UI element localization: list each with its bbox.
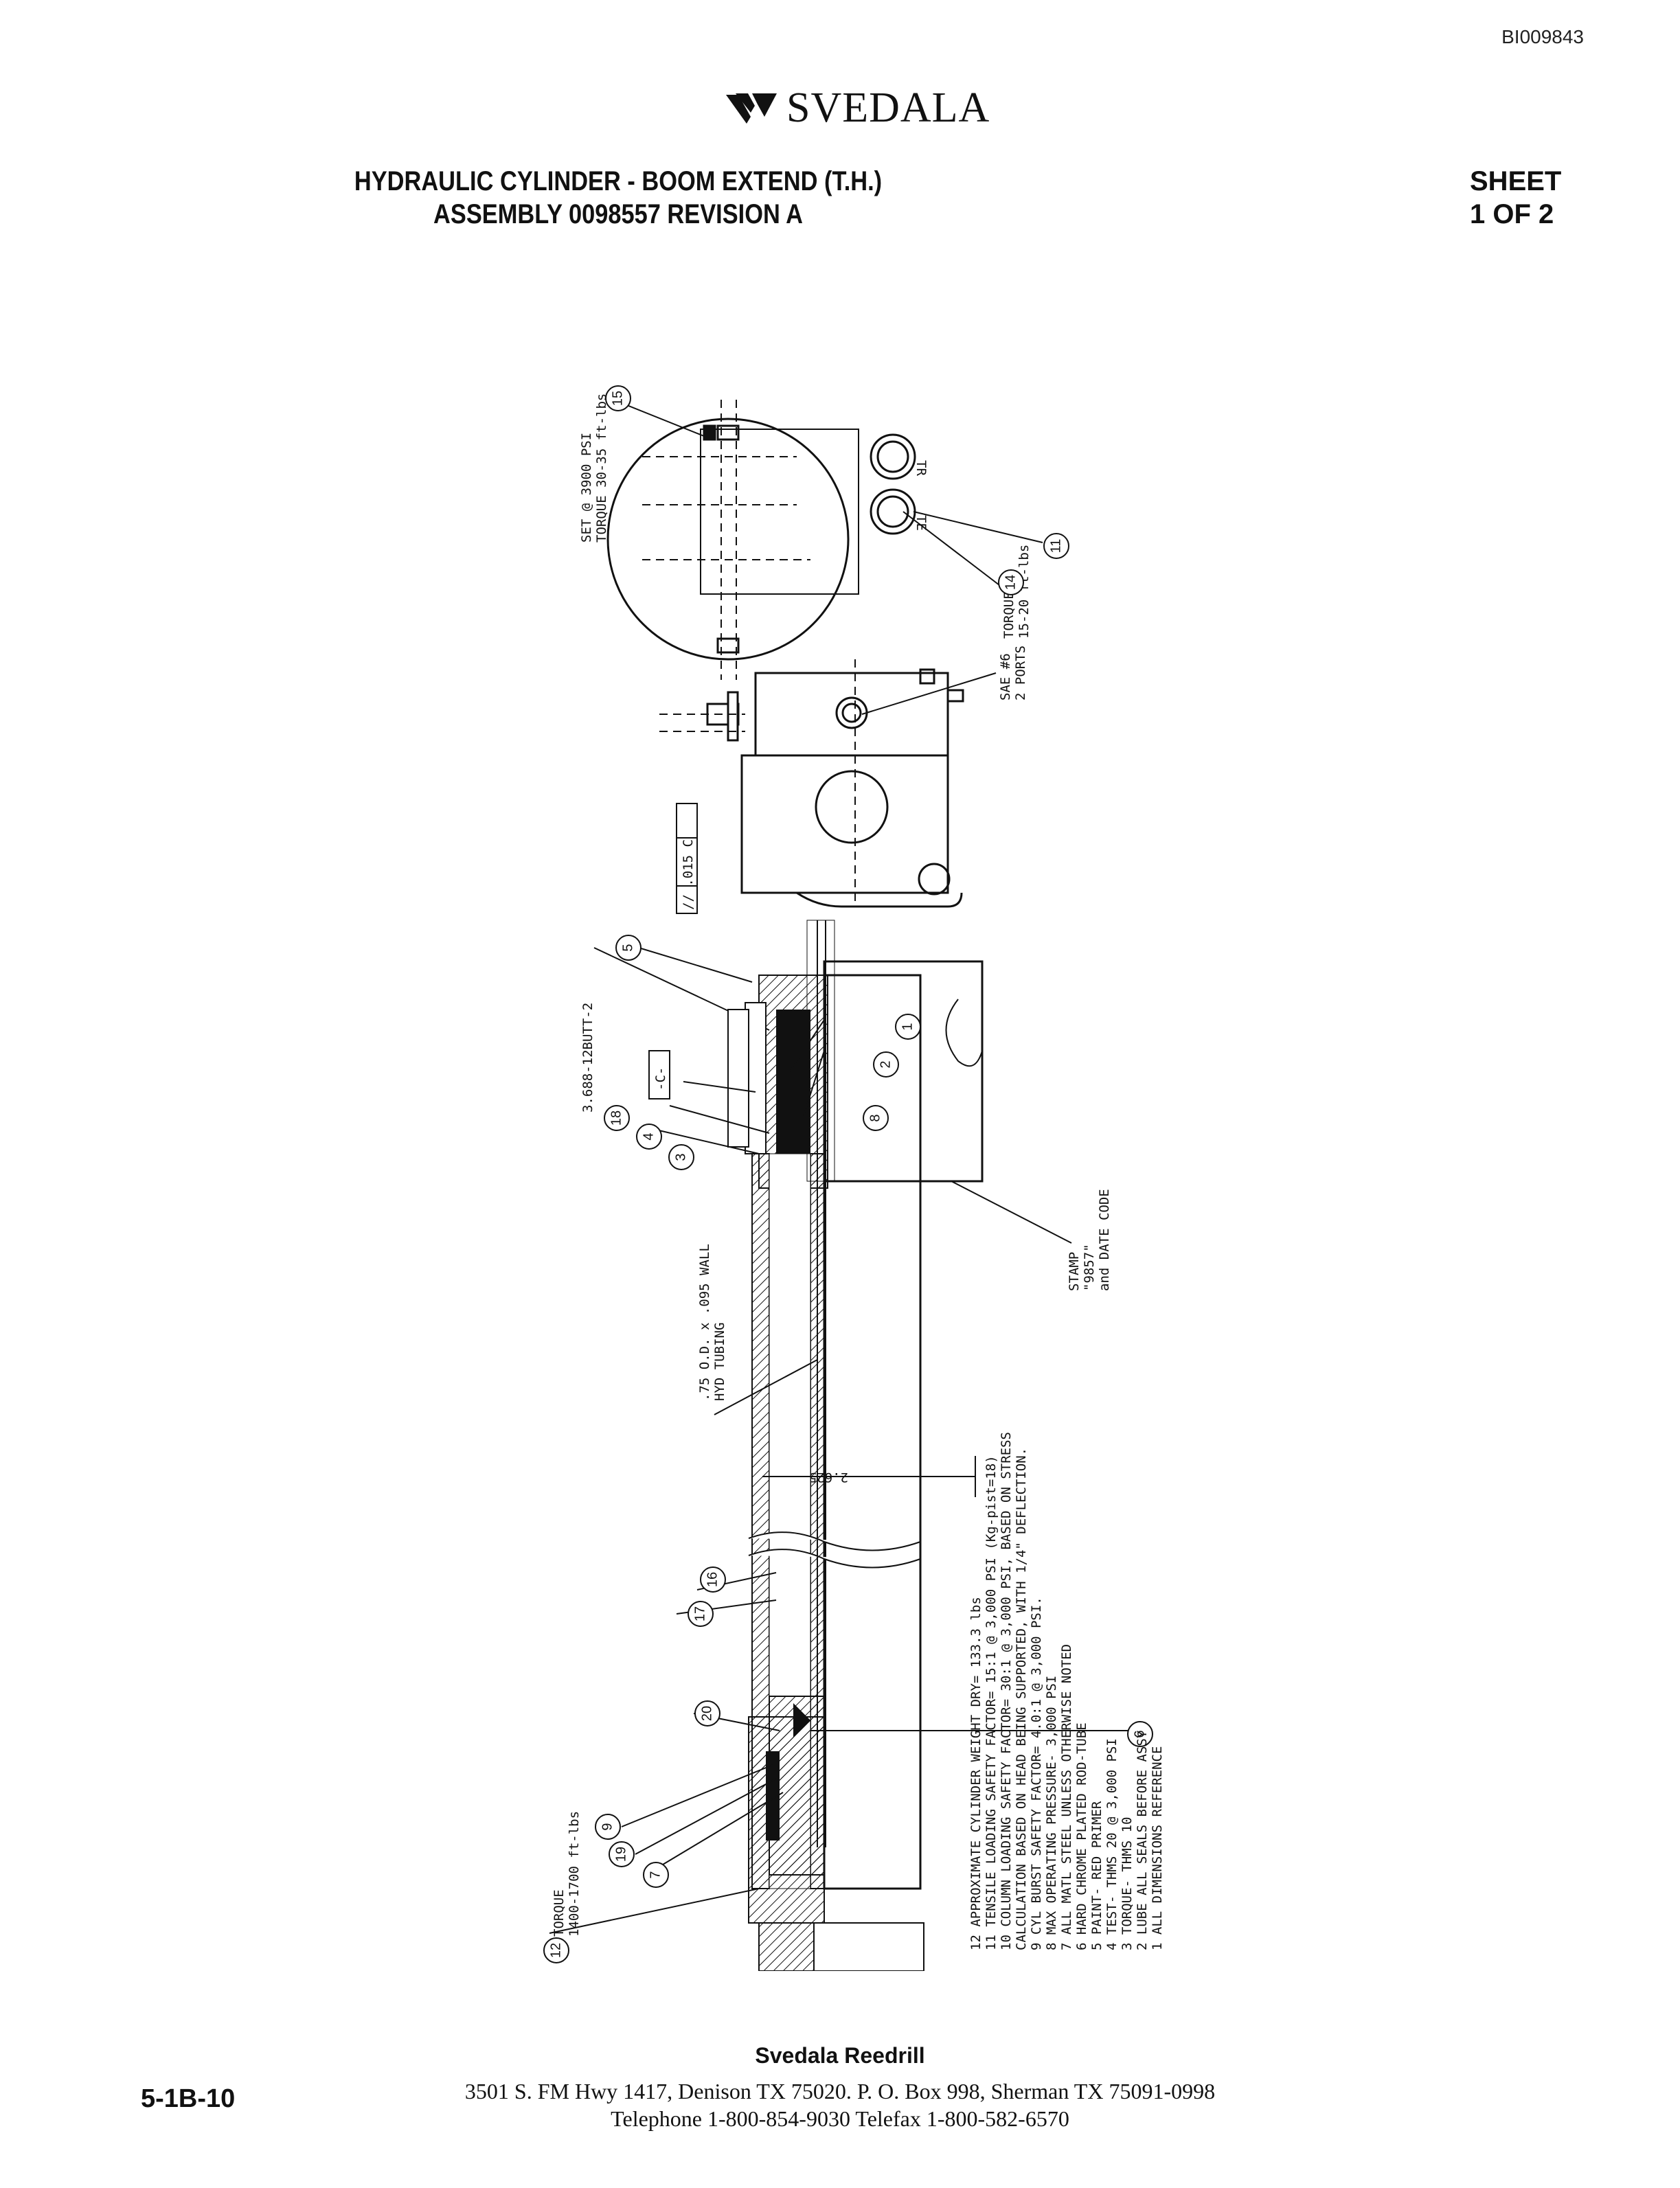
note-5: 5 PAINT- RED PRIMER	[1089, 1801, 1104, 1950]
note-9: 9 CYL BURST SAFETY FACTOR= 4.0:1 @ 3,000…	[1029, 1597, 1044, 1950]
callout-14: 14	[998, 569, 1024, 595]
datum-label: -C-	[653, 1067, 668, 1091]
sheet-label: SHEET	[1470, 166, 1562, 196]
svg-text:16: 16	[705, 1572, 720, 1587]
relief-set-note: SET @ 3900 PSI	[579, 433, 594, 543]
footer-company: Svedala Reedrill	[755, 2043, 925, 2068]
svg-text:15: 15	[610, 391, 625, 406]
note-8: 8 MAX OPERATING PRESSURE- 3,000 PSI	[1044, 1676, 1059, 1950]
svg-text:3: 3	[673, 1153, 688, 1161]
note-11: 11 TENSILE LOADING SAFETY FACTOR= 15:1 @…	[984, 1455, 999, 1950]
note-7: 7 ALL MATL STEEL UNLESS OTHERWISE NOTED	[1059, 1644, 1074, 1950]
port-te-label: TE	[913, 515, 929, 531]
callout-18: 18	[604, 1105, 630, 1131]
relief-torque-note: TORQUE 30-35 ft-lbs	[594, 394, 609, 543]
callout-19: 19	[609, 1841, 635, 1867]
note-10-cont: CALCULATION BASED ON HEAD BEING SUPPORTE…	[1014, 1448, 1029, 1950]
callout-5: 5	[615, 935, 642, 961]
svg-text:12: 12	[548, 1943, 563, 1958]
note-12: 12 APPROXIMATE CYLINDER WEIGHT DRY= 133.…	[968, 1597, 984, 1950]
torque12-note-2: 1400-1700 ft-lbs	[567, 1811, 582, 1937]
document-id: BI009843	[1501, 26, 1584, 47]
callout-17: 17	[688, 1601, 714, 1627]
title-line-2: ASSEMBLY 0098557 REVISION A	[433, 199, 803, 229]
note-2: 2 LUBE ALL SEALS BEFORE ASSY	[1135, 1730, 1150, 1950]
head-block	[659, 659, 964, 908]
footer-phone: Telephone 1-800-854-9030 Telefax 1-800-5…	[611, 2106, 1069, 2131]
cylinder-barrel: 2.625	[727, 920, 984, 1971]
svg-text:7: 7	[648, 1871, 663, 1878]
footer-address: 3501 S. FM Hwy 1417, Denison TX 75020. P…	[464, 2079, 1216, 2104]
note-1: 1 ALL DIMENSIONS REFERENCE	[1150, 1746, 1165, 1950]
tolerance-frame: // .015 C	[676, 803, 698, 914]
leader-lines	[621, 947, 1130, 1876]
tubing-note-2: HYD TUBING	[712, 1323, 727, 1401]
tolerance-text: // .015 C	[681, 839, 696, 910]
drawing-title: HYDRAULIC CYLINDER - BOOM EXTEND (T.H.) …	[0, 165, 1236, 231]
svg-text:4: 4	[641, 1132, 656, 1140]
tubing-note-1: .75 O.D. x .095 WALL	[697, 1244, 712, 1401]
title-line-1: HYDRAULIC CYLINDER - BOOM EXTEND (T.H.)	[354, 166, 883, 196]
svg-text:6: 6	[1132, 1730, 1147, 1737]
torque12-note-1: TORQUE	[552, 1889, 567, 1937]
stamp-note-2: "9857"	[1082, 1244, 1097, 1291]
technical-drawing: TR TE SET @ 3900 PSI TORQUE 30-35 ft-lbs…	[543, 385, 1165, 1971]
stamp-note-3: and DATE CODE	[1097, 1189, 1112, 1291]
thread-note: 3.688-12BUTT-2	[580, 1003, 595, 1113]
torque14-value: 15-20 ft-lbs	[1017, 545, 1032, 639]
callout-11: 11	[1043, 533, 1069, 559]
svg-text:9: 9	[600, 1823, 615, 1830]
callout-3: 3	[668, 1144, 694, 1170]
callout-16: 16	[700, 1566, 726, 1593]
svg-text:18: 18	[609, 1110, 624, 1126]
svg-text:5: 5	[620, 944, 635, 951]
stamp-note-1: STAMP	[1067, 1252, 1082, 1291]
page-number: 5-1B-10	[141, 2084, 236, 2113]
dimension-label: 2.625	[809, 1470, 848, 1485]
callout-6: 6	[1127, 1721, 1153, 1747]
sae-ports-note-1: SAE #6	[998, 653, 1013, 700]
sheet-indicator: SHEET 1 OF 2	[1470, 165, 1561, 231]
torque14-note: TORQUE	[1001, 591, 1017, 639]
port-tr-label: TR	[913, 460, 929, 476]
note-4: 4 TEST- THMS 20 @ 3,000 PSI	[1104, 1738, 1120, 1950]
note-6: 6 HARD CHROME PLATED ROD-TUBE	[1074, 1722, 1089, 1950]
callout-4: 4	[636, 1124, 662, 1150]
callout-7: 7	[643, 1862, 669, 1888]
datum-frame	[648, 1050, 670, 1099]
callout-15: 15	[605, 385, 631, 411]
note-3: 3 TORQUE- THMS 10	[1120, 1817, 1135, 1950]
callout-12: 12	[543, 1937, 569, 1963]
callout-8: 8	[863, 1105, 889, 1131]
callout-20: 20	[694, 1700, 720, 1727]
callout-1: 1	[895, 1014, 921, 1040]
callout-9: 9	[595, 1814, 621, 1840]
svg-text:11: 11	[1048, 539, 1063, 554]
svg-text:1: 1	[900, 1023, 915, 1030]
sae-ports-note-2: 2 PORTS	[1013, 646, 1028, 700]
svg-text:2: 2	[878, 1060, 893, 1068]
sheet-value: 1 OF 2	[1470, 199, 1554, 229]
svedala-logo-icon	[726, 93, 777, 124]
end-view: TR TE	[606, 400, 929, 680]
svg-text:19: 19	[613, 1847, 628, 1862]
svedala-logo: SVEDALA	[725, 84, 990, 132]
general-notes: 12 APPROXIMATE CYLINDER WEIGHT DRY= 133.…	[968, 1432, 1165, 1950]
note-10: 10 COLUMN LOADING SAFETY FACTOR= 30:1 @ …	[999, 1432, 1014, 1950]
svg-text:8: 8	[867, 1114, 883, 1121]
brand-name: SVEDALA	[786, 84, 990, 131]
svg-text:17: 17	[692, 1606, 707, 1621]
callout-2: 2	[873, 1051, 899, 1078]
svg-text:14: 14	[1003, 575, 1018, 590]
svg-text:20: 20	[699, 1706, 714, 1721]
footer-address-block: 3501 S. FM Hwy 1417, Denison TX 75020. P…	[0, 2077, 1680, 2132]
